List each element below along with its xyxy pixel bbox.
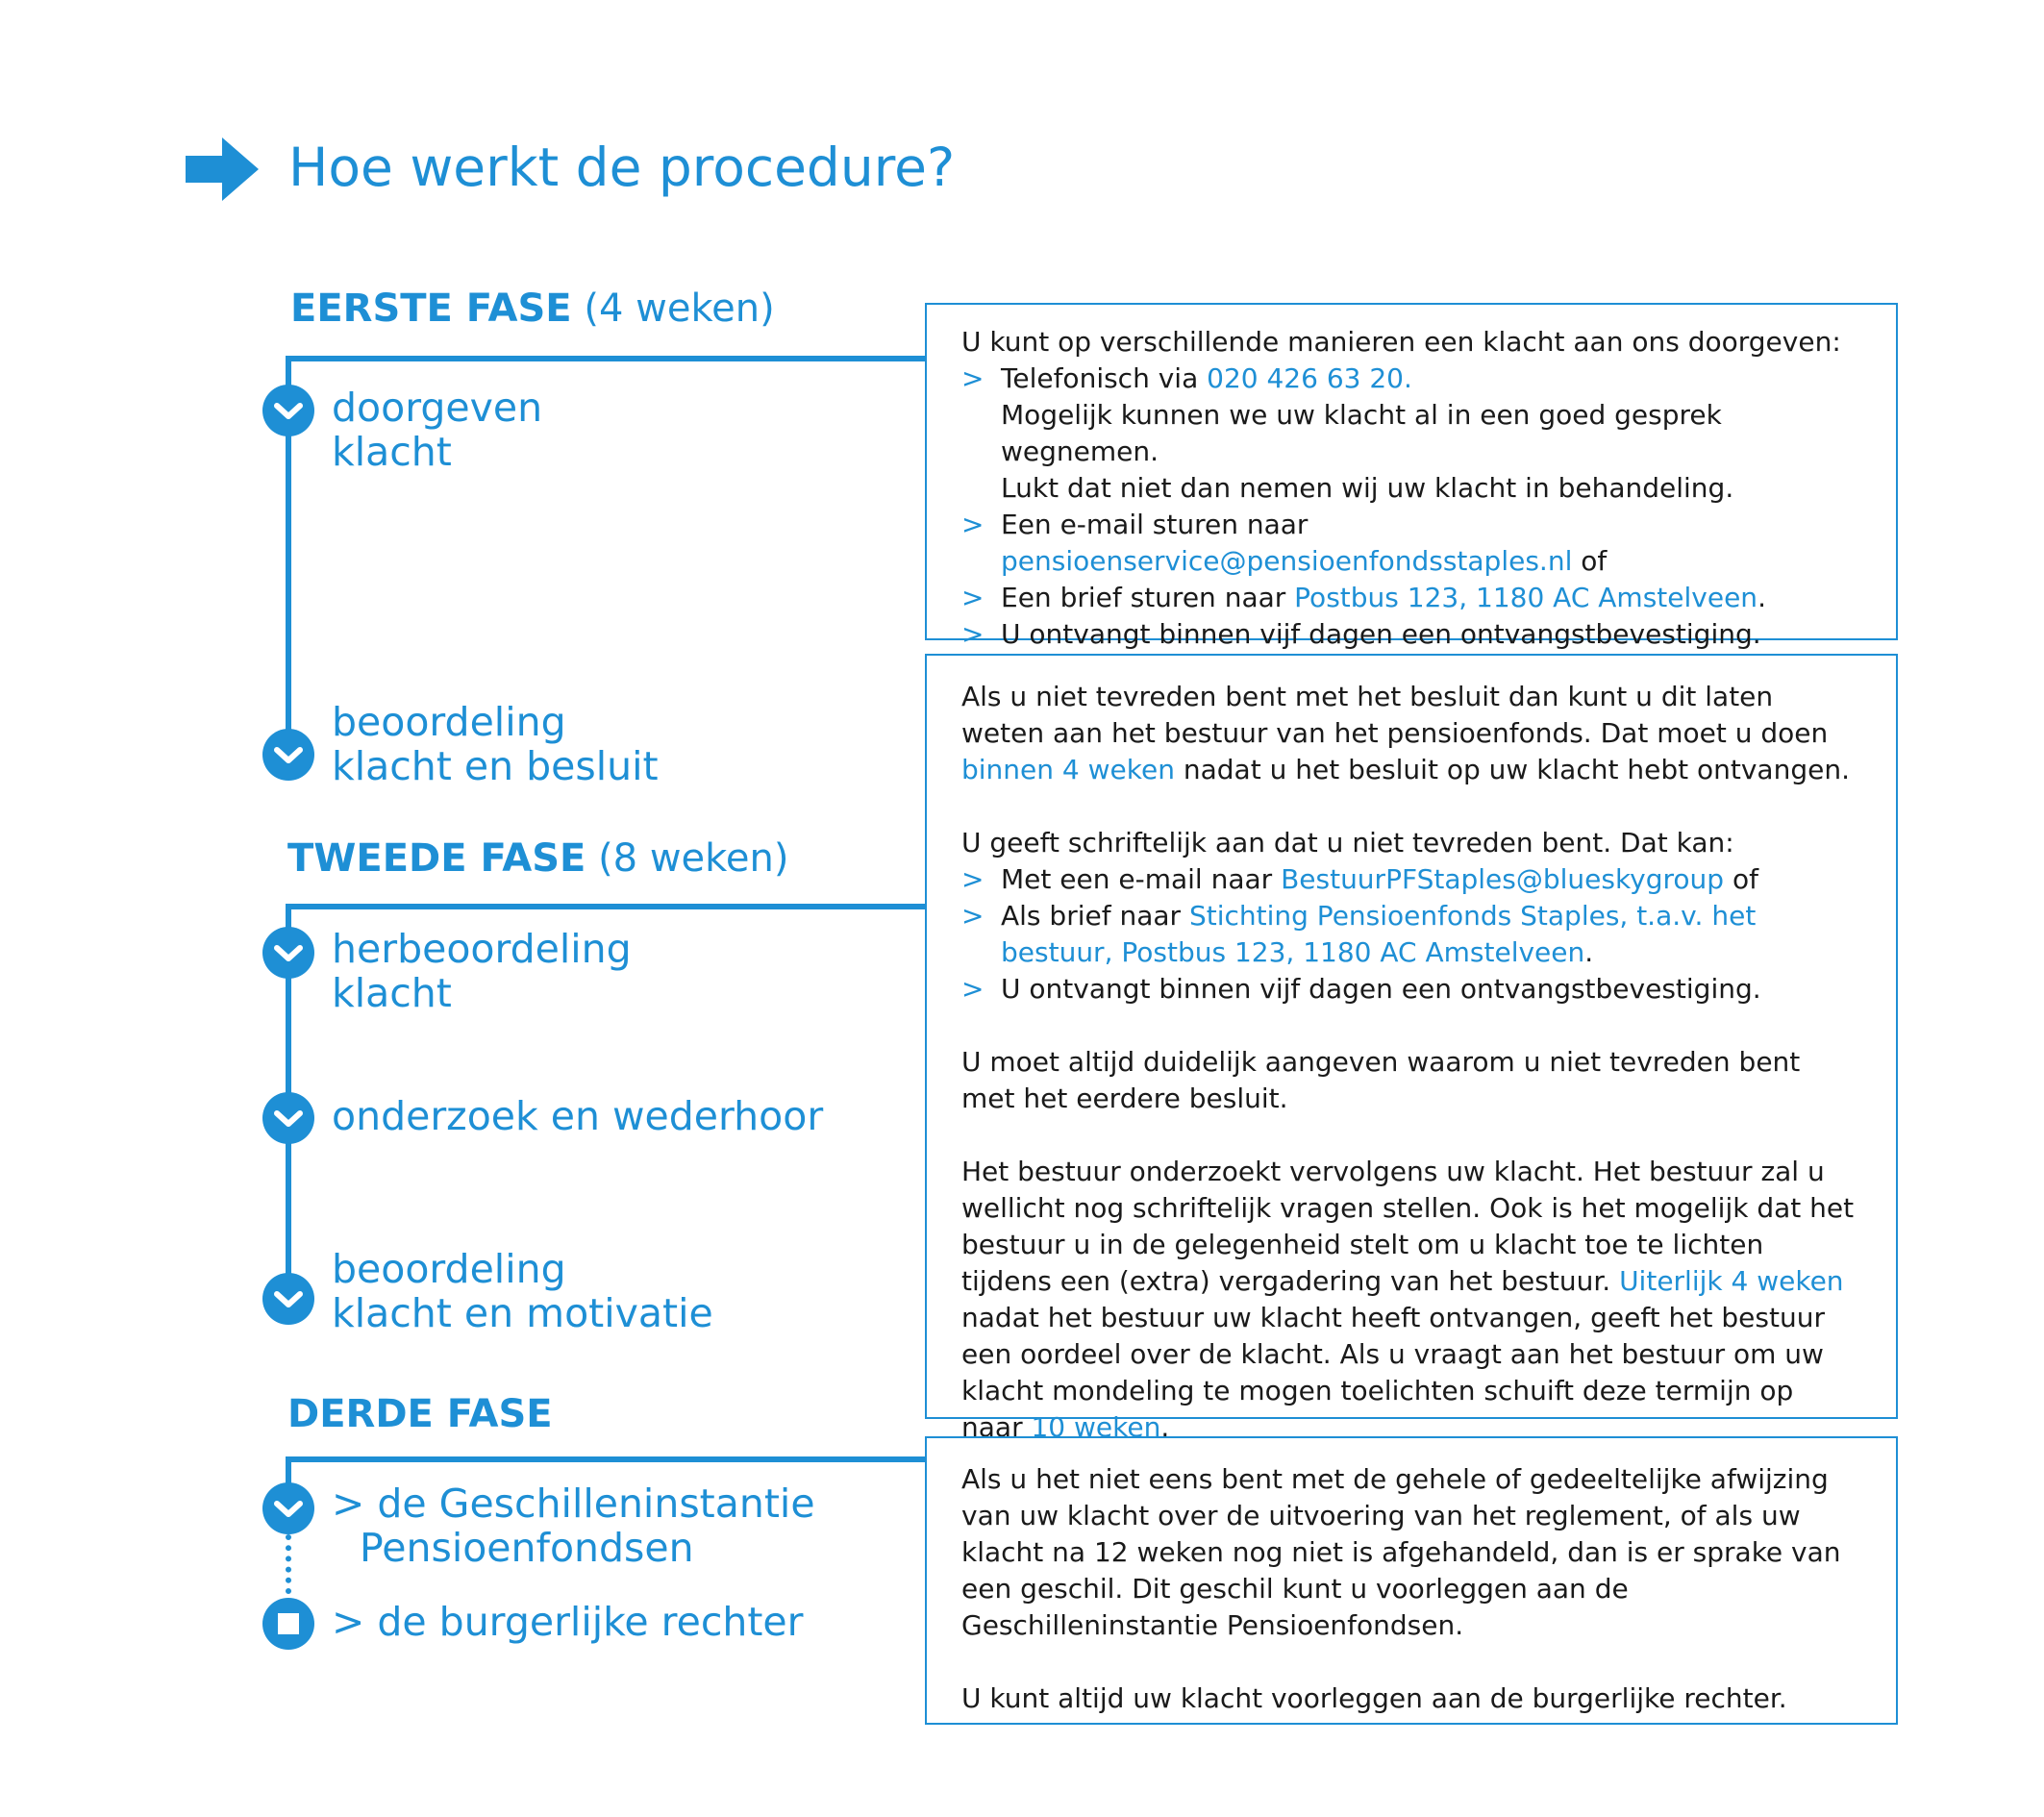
step-beoordeling-motivatie: beoordeling klacht en motivatie — [332, 1246, 713, 1336]
stop-square-circle-icon — [262, 1598, 314, 1650]
phase-second-connector — [286, 904, 926, 909]
phase-first-duration: (4 weken) — [584, 286, 775, 331]
email-link[interactable]: BestuurPFStaples@blueskygroup — [1281, 863, 1725, 895]
step-geschilleninstantie: > de Geschilleninstantie Pensioenfondsen — [332, 1481, 815, 1571]
postal-address: Stichting Pensioenfonds Staples, t.a.v. … — [1001, 900, 1757, 968]
bullet-marker: > — [961, 509, 985, 540]
phase-first-name: EERSTE FASE — [290, 286, 572, 331]
box3-paragraph-court: U kunt altijd uw klacht voorleggen aan d… — [961, 1682, 1787, 1714]
box1-bullet-phone: > Telefonisch via 020 426 63 20. Mogelij… — [961, 362, 1734, 504]
step-beoordeling-besluit: beoordeling klacht en besluit — [332, 699, 659, 789]
phase-third-dotted-line — [286, 1534, 291, 1594]
box2-bullet-email: > Met een e-mail naar BestuurPFStaples@b… — [961, 861, 1861, 898]
phase-first-timeline — [286, 356, 291, 756]
chevron-down-circle-icon — [262, 927, 314, 979]
bullet-marker: > — [961, 618, 985, 650]
box2-paragraph-investigation: Het bestuur onderzoekt vervolgens uw kla… — [961, 1156, 1855, 1443]
bullet-marker: > — [961, 900, 985, 932]
phase-first-heading: EERSTE FASE (4 weken) — [290, 286, 775, 331]
step-burgerlijke-rechter: > de burgerlijke rechter — [332, 1599, 804, 1645]
phase-third-name: DERDE FASE — [287, 1392, 553, 1436]
phase-second-heading: TWEEDE FASE (8 weken) — [287, 836, 788, 881]
phone-link[interactable]: 020 426 63 20. — [1207, 362, 1412, 394]
box2-bullet-confirmation: > U ontvangt binnen vijf dagen een ontva… — [961, 971, 1861, 1008]
info-box-second-phase: Als u niet tevreden bent met het besluit… — [925, 654, 1898, 1443]
box1-bullet-email: > Een e-mail sturen naar pensioenservice… — [961, 509, 1608, 577]
chevron-down-circle-icon — [262, 729, 314, 781]
box3-paragraph-dispute: Als u het niet eens bent met de gehele o… — [961, 1463, 1841, 1641]
info-box-first-phase: U kunt op verschillende manieren een kla… — [925, 303, 1898, 650]
phase-first-connector — [286, 356, 926, 361]
arrow-right-icon — [186, 137, 259, 201]
chevron-down-circle-icon — [262, 1092, 314, 1144]
phase-third-timeline — [286, 1456, 291, 1505]
chevron-down-circle-icon — [262, 385, 314, 436]
bullet-marker: > — [961, 863, 985, 895]
phase-third-heading: DERDE FASE — [287, 1392, 553, 1436]
step-onderzoek-wederhoor: onderzoek en wederhoor — [332, 1093, 824, 1139]
bullet-marker: > — [961, 973, 985, 1005]
box1-bullet-confirmation: > U ontvangt binnen vijf dagen een ontva… — [961, 616, 1861, 653]
box2-paragraph-how: U geeft schriftelijk aan dat u niet tevr… — [961, 827, 1734, 859]
chevron-down-circle-icon — [262, 1482, 314, 1534]
step-doorgeven-klacht: doorgeven klacht — [332, 385, 543, 475]
step-herbeoordeling: herbeoordeling klacht — [332, 926, 632, 1016]
bullet-marker: > — [961, 582, 985, 613]
box1-intro: U kunt op verschillende manieren een kla… — [961, 326, 1841, 358]
info-box-third-phase: Als u het niet eens bent met de gehele o… — [925, 1436, 1898, 1725]
email-link[interactable]: pensioenservice@pensioenfondsstaples.nl — [1001, 545, 1573, 577]
chevron-down-circle-icon — [262, 1273, 314, 1325]
box2-paragraph-deadline: Als u niet tevreden bent met het besluit… — [961, 681, 1850, 785]
box1-bullet-letter: > Een brief sturen naar Postbus 123, 118… — [961, 580, 1861, 616]
phase-third-connector — [286, 1456, 926, 1462]
bullet-marker: > — [961, 362, 985, 394]
page-title: Hoe werkt de procedure? — [288, 137, 956, 198]
postal-address: Postbus 123, 1180 AC Amstelveen — [1294, 582, 1758, 613]
box2-bullet-letter: > Als brief naar Stichting Pensioenfonds… — [961, 900, 1757, 968]
phase-second-name: TWEEDE FASE — [287, 836, 586, 881]
box2-paragraph-reason: U moet altijd duidelijk aangeven waarom … — [961, 1046, 1801, 1114]
phase-second-duration: (8 weken) — [598, 836, 789, 881]
